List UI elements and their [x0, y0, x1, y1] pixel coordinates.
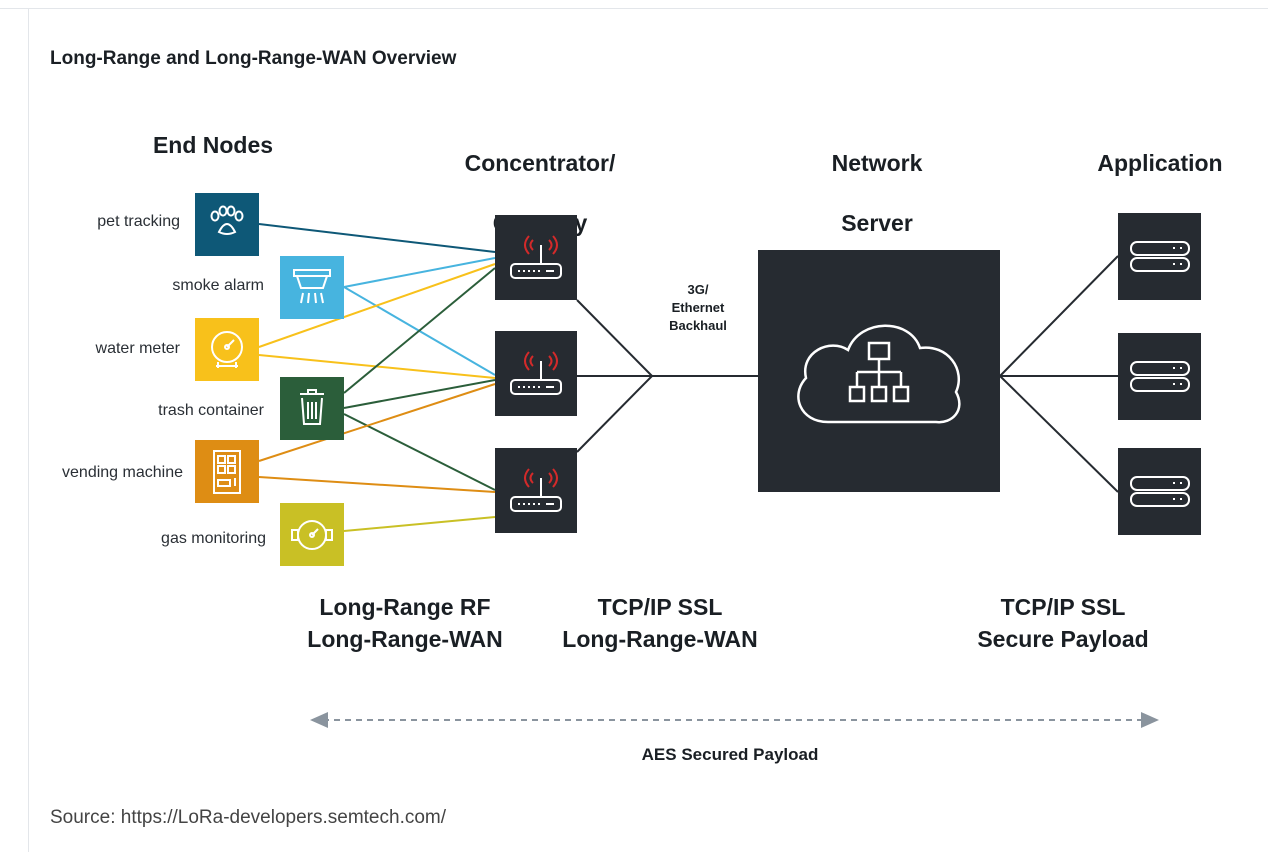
protocol-tcp-secure: TCP/IP SSL Secure Payload: [928, 591, 1198, 655]
gas-meter-icon: [291, 520, 333, 550]
label-pet-tracking: pet tracking: [97, 213, 180, 230]
network-server: [758, 250, 1000, 492]
water-meter-node: [195, 318, 259, 381]
gateway-1: [495, 215, 577, 300]
label-smoke-alarm: smoke alarm: [172, 277, 264, 294]
app-server-1: [1118, 213, 1201, 300]
router-icon: [510, 351, 562, 395]
paw-icon: [210, 205, 244, 235]
backhaul-links: [576, 255, 1119, 493]
source-link[interactable]: Source: https://LoRa-developers.semtech.…: [50, 807, 447, 828]
link-trash-gw1: [343, 267, 496, 394]
protocol-tcp2-line1: TCP/IP SSL: [1000, 594, 1126, 620]
router-icon: [510, 468, 562, 512]
app-server-3: [1118, 448, 1201, 535]
header-network-line1: Network: [831, 150, 923, 176]
smoke-alarm-node: [280, 256, 344, 319]
smoke-detector-icon: [293, 269, 331, 304]
link-gas-gw3: [343, 516, 496, 532]
server-icon: [1130, 241, 1190, 272]
aes-label: AES Secured Payload: [641, 745, 819, 764]
link-trash-gw3: [343, 413, 496, 491]
header-app-line1: Application: [1097, 150, 1223, 176]
protocol-rf-line1: Long-Range RF: [319, 594, 491, 620]
diagram-title: Long-Range and Long-Range-WAN Overview: [50, 48, 457, 69]
gateway-2: [495, 331, 577, 416]
protocol-tcp1-line2: Long-Range-WAN: [562, 626, 758, 652]
backhaul-line1: 3G/: [687, 282, 709, 297]
link-smoke-gw1: [343, 257, 496, 288]
backhaul-label: 3G/ Ethernet Backhaul: [648, 281, 748, 335]
protocol-tcp-lrwan: TCP/IP SSL Long-Range-WAN: [525, 591, 795, 655]
left-border: [28, 8, 29, 852]
label-gas-monitoring: gas monitoring: [161, 530, 266, 547]
trash-can-icon: [300, 389, 324, 425]
rf-links: [258, 223, 496, 532]
link-water-gw1: [258, 263, 496, 348]
link-pet-gw1: [258, 223, 496, 253]
header-end-nodes: End Nodes: [152, 132, 274, 158]
header-network-server: Network Server: [777, 118, 977, 268]
vending-machine-node: [195, 440, 259, 503]
server-icon: [1130, 476, 1190, 507]
vending-machine-icon: [213, 450, 241, 494]
protocol-tcp2-line2: Secure Payload: [977, 626, 1149, 652]
gateway-3: [495, 448, 577, 533]
backhaul-line2: Ethernet: [671, 300, 725, 315]
cloud-network-icon: [797, 324, 961, 424]
server-icon: [1130, 361, 1190, 392]
protocol-rf-line2: Long-Range-WAN: [307, 626, 503, 652]
app-server-2: [1118, 333, 1201, 420]
protocol-rf: Long-Range RF Long-Range-WAN: [270, 591, 540, 655]
pet-tracking-node: [195, 193, 259, 256]
label-trash-container: trash container: [158, 402, 264, 419]
link-vending-gw2: [258, 383, 496, 462]
top-border: [0, 8, 1268, 9]
backhaul-line3: Backhaul: [669, 318, 727, 333]
link-vending-gw3: [258, 476, 496, 493]
gas-monitoring-node: [280, 503, 344, 566]
protocol-tcp1-line1: TCP/IP SSL: [597, 594, 723, 620]
link-trash-gw2: [343, 379, 496, 409]
label-water-meter: water meter: [95, 340, 180, 357]
trash-container-node: [280, 377, 344, 440]
water-meter-icon: [211, 331, 243, 368]
router-icon: [510, 235, 562, 279]
label-vending-machine: vending machine: [62, 464, 183, 481]
header-network-line2: Server: [841, 210, 913, 236]
header-gateway-line1: Concentrator/: [464, 150, 616, 176]
